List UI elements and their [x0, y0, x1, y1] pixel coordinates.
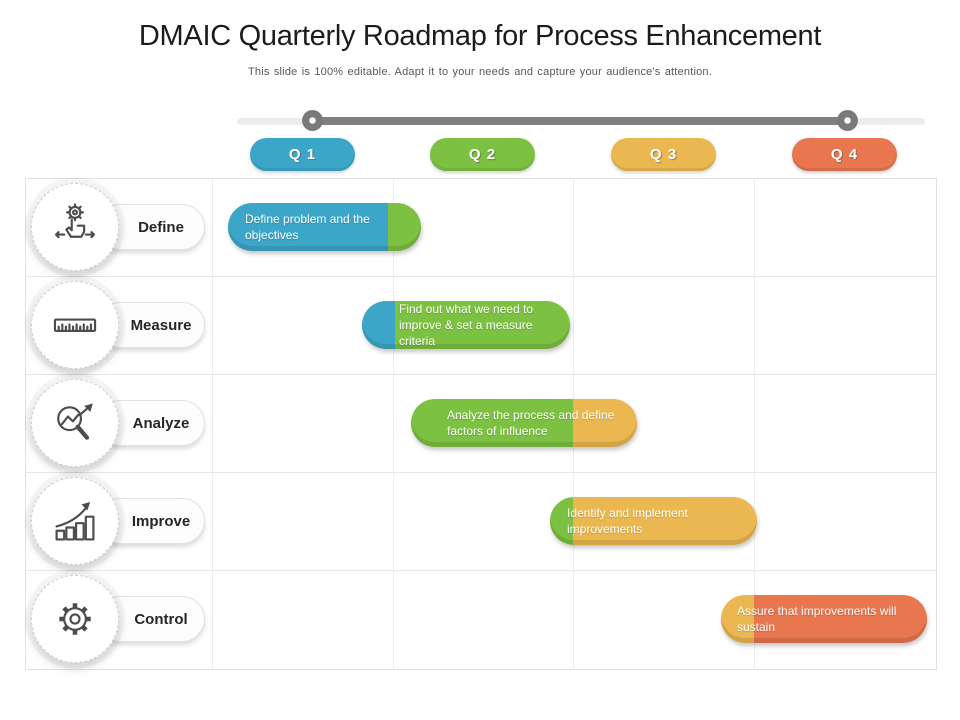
phase-icon-circle-control	[31, 575, 119, 663]
task-bar-improve: Identify and implement improvements	[550, 497, 757, 545]
magnifier-chart-icon	[57, 403, 93, 440]
phase-icon-circle-define	[31, 183, 119, 271]
task-bar-text: Define problem and the objectives	[245, 211, 370, 242]
phase-label-text: Analyze	[132, 414, 190, 432]
grid-cell	[26, 375, 213, 473]
page-title: DMAIC Quarterly Roadmap for Process Enha…	[138, 20, 822, 52]
phase-icon-circle-improve	[31, 477, 119, 565]
phase-label-text: Control	[134, 610, 188, 628]
grid-cell	[394, 473, 574, 571]
roadmap-grid	[25, 178, 937, 670]
grid-cell	[574, 375, 755, 473]
grid-cell	[213, 473, 394, 571]
quarter-pill-q4: Q 4	[792, 138, 897, 171]
quarter-pill-q3: Q 3	[611, 138, 716, 171]
grid-cell	[394, 277, 574, 375]
slide-subtitle: This slide is 100% editable. Adapt it to…	[248, 66, 712, 78]
gear-hand-icon	[54, 203, 96, 239]
task-bar-text: Identify and implement improvements	[567, 505, 688, 536]
task-bar-measure: Find out what we need to improve & set a…	[362, 301, 570, 349]
phase-icon-circle-analyze	[31, 379, 119, 467]
quarter-pill-q1: Q 1	[250, 138, 355, 171]
grid-cell	[755, 277, 936, 375]
task-bar-control: Assure that improvements will sustain	[721, 595, 927, 643]
phase-icon-circle-measure	[31, 281, 119, 369]
grid-cell	[26, 571, 213, 669]
grid-cell	[755, 473, 936, 571]
quarter-pill-q2: Q 2	[430, 138, 535, 171]
grid-cell	[213, 375, 394, 473]
grid-cell	[26, 473, 213, 571]
grid-cell	[213, 571, 394, 669]
grid-cell	[26, 179, 213, 277]
grid-cell	[574, 179, 755, 277]
grid-cell	[755, 179, 936, 277]
grid-cell	[755, 375, 936, 473]
task-bar-text: Find out what we need to improve & set a…	[399, 301, 534, 349]
task-bar-text: Analyze the process and define factors o…	[447, 407, 615, 438]
task-bar-analyze: Analyze the process and define factors o…	[411, 399, 637, 447]
phase-label-text: Improve	[131, 512, 191, 530]
growth-chart-icon	[55, 502, 95, 541]
timeline-start-dot-icon	[302, 110, 323, 131]
gear-icon	[59, 603, 91, 635]
timeline-progress-bar	[312, 117, 847, 125]
phase-label-text: Define	[138, 218, 184, 236]
phase-label-text: Measure	[130, 316, 192, 334]
ruler-icon	[53, 318, 97, 333]
grid-cell	[394, 179, 574, 277]
grid-cell	[574, 277, 755, 375]
timeline-end-dot-icon	[837, 110, 858, 131]
task-bar-define: Define problem and the objectives	[228, 203, 421, 251]
grid-cell	[26, 277, 213, 375]
grid-cell	[394, 571, 574, 669]
task-bar-text: Assure that improvements will sustain	[737, 603, 897, 634]
